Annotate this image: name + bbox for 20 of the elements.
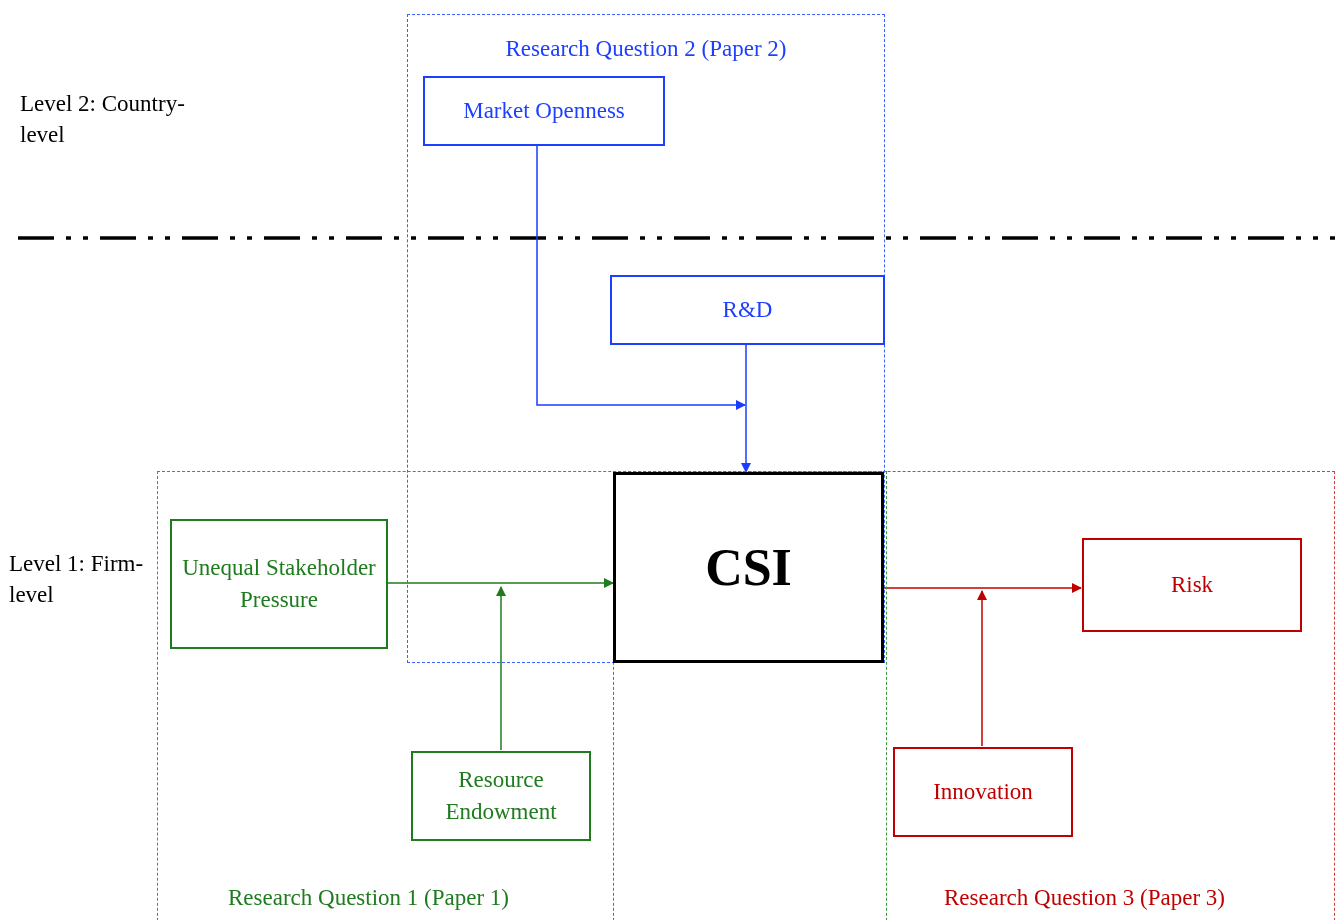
arrow: [496, 586, 506, 751]
dashed-region: [407, 14, 885, 663]
construct-box: Market Openness: [423, 76, 665, 146]
construct-box: Unequal Stakeholder Pressure: [170, 519, 388, 649]
construct-box: Innovation: [893, 747, 1073, 837]
arrow: [977, 590, 987, 747]
construct-box: R&D: [610, 275, 885, 345]
level-label: Level 1: Firm-level: [9, 550, 145, 609]
region-heading: Research Question 1 (Paper 1): [228, 884, 510, 912]
level-label: Level 2: Country-level: [20, 90, 186, 149]
arrow: [883, 583, 1082, 593]
construct-box: Resource Endowment: [411, 751, 591, 841]
dashed-region: [157, 471, 887, 920]
region-heading: Research Question 2 (Paper 2): [505, 35, 787, 63]
dashed-region: [613, 471, 1335, 920]
region-heading: Research Question 3 (Paper 3): [944, 884, 1226, 912]
arrow: [741, 343, 751, 473]
outcome-box: CSI: [613, 472, 884, 663]
arrow: [536, 144, 746, 410]
construct-box: Risk: [1082, 538, 1302, 632]
